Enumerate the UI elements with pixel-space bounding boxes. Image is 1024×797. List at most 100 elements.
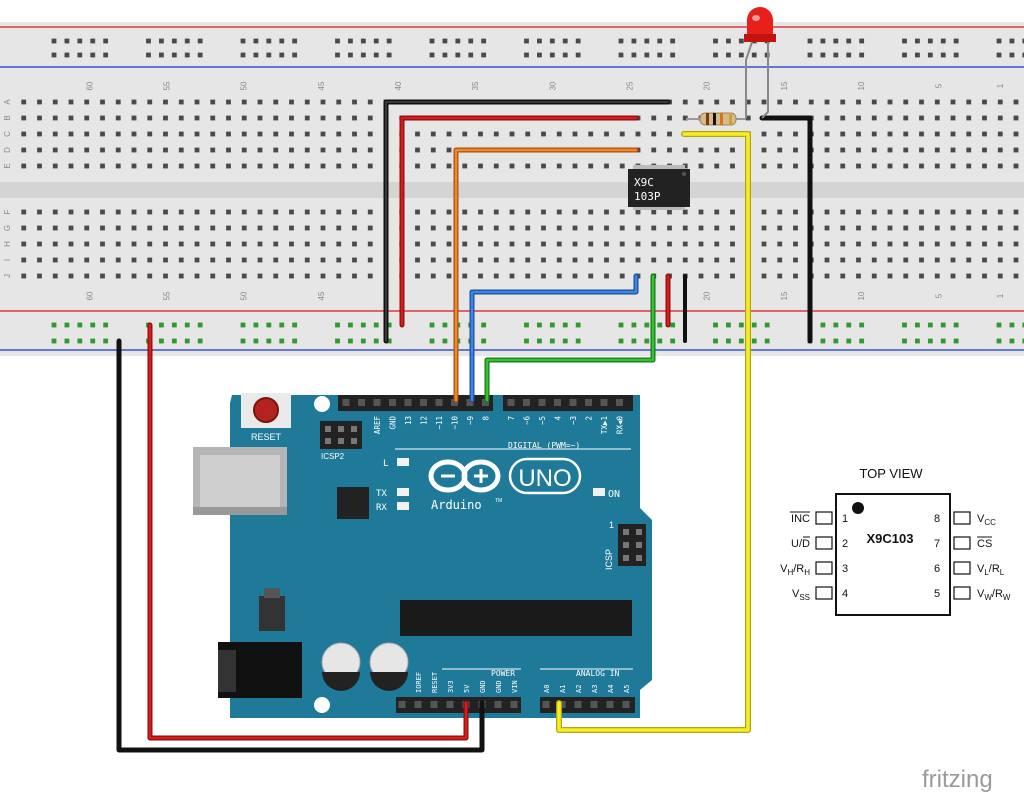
rail-hole (240, 38, 246, 44)
grid-hole (415, 163, 420, 169)
grid-hole (84, 131, 90, 137)
grid-hole (761, 257, 767, 263)
grid-hole (824, 273, 830, 279)
rail-hole (429, 322, 435, 328)
grid-hole (525, 241, 531, 247)
rail-hole (562, 38, 568, 44)
grid-hole (273, 115, 279, 121)
rail-hole (253, 38, 259, 44)
grid-hole (840, 115, 846, 121)
grid-hole (415, 131, 420, 137)
grid-hole (84, 99, 90, 105)
grid-hole (714, 257, 720, 263)
grid-hole (68, 257, 74, 263)
breadboard-center-channel (0, 182, 1024, 198)
grid-hole (462, 257, 468, 263)
grid-hole (430, 273, 436, 279)
rail-hole (902, 322, 907, 328)
rail-hole (90, 338, 96, 344)
rail-hole (996, 338, 1002, 344)
rail-hole (537, 38, 542, 44)
grid-hole (478, 225, 483, 231)
header-pin (542, 701, 550, 708)
crystal (337, 487, 369, 519)
grid-hole (667, 241, 672, 247)
grid-hole (714, 241, 720, 247)
grid-hole (903, 273, 909, 279)
grid-hole (68, 209, 74, 215)
rail-hole (657, 38, 663, 44)
grid-hole (115, 147, 121, 153)
column-number-top: 40 (394, 81, 403, 90)
reset-button[interactable] (253, 397, 279, 423)
grid-hole (871, 99, 877, 105)
row-letter: H (3, 241, 12, 247)
grid-hole (1013, 257, 1019, 263)
pinout-pin (815, 561, 833, 575)
header-pin (446, 701, 454, 708)
rail-hole (455, 52, 461, 58)
grid-hole (871, 225, 877, 231)
grid-hole (824, 209, 830, 215)
grid-hole (84, 209, 90, 215)
power-pin-label: GND (479, 680, 487, 693)
grid-hole (840, 163, 846, 169)
grid-hole (934, 257, 940, 263)
rail-hole (90, 322, 96, 328)
rail-hole (266, 52, 272, 58)
icsp-pin1-label: 1 (609, 520, 614, 530)
grid-hole (698, 273, 704, 279)
rail-hole (940, 38, 946, 44)
grid-hole (541, 209, 546, 215)
icsp2-pin (338, 426, 344, 432)
grid-hole (761, 241, 767, 247)
grid-hole (430, 241, 436, 247)
grid-hole (84, 115, 90, 121)
grid-hole (761, 131, 767, 137)
grid-hole (525, 273, 531, 279)
grid-hole (604, 241, 609, 247)
rail-hole (537, 322, 542, 328)
pinout-dot (852, 502, 864, 514)
power-pin-label: IOREF (415, 672, 423, 693)
grid-hole (100, 241, 105, 247)
grid-hole (367, 273, 373, 279)
grid-hole (462, 273, 468, 279)
header-pin (482, 399, 489, 406)
column-number-top: 30 (548, 81, 557, 90)
header-pin (600, 399, 608, 406)
grid-hole (210, 99, 216, 105)
grid-hole (525, 257, 531, 263)
grid-hole (37, 225, 42, 231)
rail-hole (644, 322, 650, 328)
grid-hole (619, 163, 625, 169)
grid-hole (887, 147, 893, 153)
grid-hole (226, 163, 231, 169)
rail-hole (481, 338, 487, 344)
rail-hole (51, 322, 57, 328)
rail-hole (64, 52, 70, 58)
digital-label: DIGITAL (PWM=~) (508, 441, 580, 450)
row-letter: I (3, 259, 12, 261)
grid-hole (1013, 131, 1019, 137)
chip-line2: 103P (634, 190, 661, 203)
column-number-bottom: 50 (240, 291, 249, 300)
grid-hole (651, 257, 657, 263)
grid-hole (462, 163, 468, 169)
grid-hole (446, 131, 452, 137)
grid-hole (320, 99, 326, 105)
grid-hole (68, 131, 74, 137)
rail-hole (726, 338, 731, 344)
grid-hole (226, 209, 231, 215)
rail-hole (77, 38, 83, 44)
grid-hole (241, 273, 247, 279)
column-number-top: 10 (857, 81, 866, 90)
rail-hole (670, 322, 676, 328)
rail-hole (820, 322, 826, 328)
grid-hole (966, 241, 972, 247)
column-number-top: 25 (626, 81, 635, 90)
grid-hole (698, 225, 704, 231)
grid-hole (21, 257, 27, 263)
